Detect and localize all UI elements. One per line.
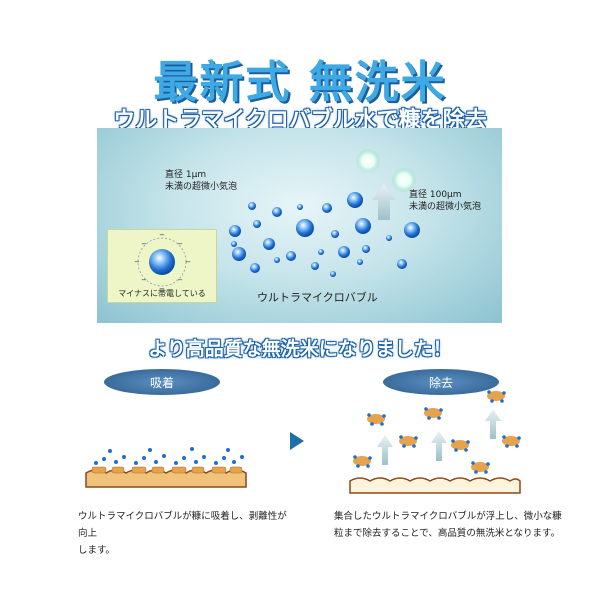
- highlight-banner: より高品質な無洗米になりました！: [148, 338, 452, 360]
- svg-text:−: −: [141, 240, 147, 248]
- next-arrow-icon: [290, 432, 304, 450]
- step-label-text: 除去: [428, 375, 453, 390]
- inset-caption: マイナスに帯電している: [118, 289, 206, 298]
- svg-text:−: −: [134, 258, 140, 266]
- step-desc-line: 粒まで除去することで、高品質の無洗米となります。: [334, 528, 561, 539]
- upward-arrow-icon: [372, 184, 396, 220]
- adsorption-illustration: [85, 447, 247, 488]
- large-bubble-desc: 未満の超微小気泡: [409, 202, 482, 212]
- large-bubble-label: 直径 100μm 未満の超微小気泡: [409, 189, 481, 213]
- step-desc-line: ウルトラマイクロバブルが糠に吸着し、剥離性が向上: [78, 511, 287, 539]
- adsorption-description: ウルトラマイクロバブルが糠に吸着し、剥離性が向上 します。: [78, 508, 288, 559]
- bubble-illustration: [229, 149, 420, 277]
- adsorbed-bubbles: [94, 447, 244, 465]
- small-bubble-label: 直径 1μm 未満の超微小気泡: [165, 169, 237, 193]
- step-desc-line: します。: [78, 545, 116, 556]
- small-bubble-size: 直径 1μm: [165, 170, 207, 180]
- charged-bubble-illustration: − − − − − − − −: [134, 231, 191, 293]
- step-label-text: 吸着: [149, 375, 174, 390]
- svg-text:−: −: [159, 231, 165, 239]
- page-title: 最新式 無洗米: [153, 57, 447, 108]
- step-desc-line: 集合したウルトラマイクロバブルが浮上し、微小な糠: [334, 511, 562, 522]
- diagram-center-label: ウルトラマイクロバブル: [257, 291, 378, 304]
- bubble-glow: [392, 168, 416, 192]
- svg-text:−: −: [177, 276, 183, 284]
- bubble-glow: [356, 149, 380, 173]
- small-bubble-desc: 未満の超微小気泡: [165, 182, 238, 192]
- bran-clusters: [353, 390, 521, 474]
- step-label-adsorption: 吸着: [104, 369, 220, 395]
- clean-rice-surface: [349, 477, 521, 494]
- svg-text:−: −: [185, 258, 191, 266]
- svg-text:−: −: [159, 285, 165, 293]
- bran-layer: [91, 466, 243, 474]
- bubble-cluster: [229, 192, 420, 277]
- upward-arrows: [377, 409, 501, 465]
- step-label-removal: 除去: [383, 369, 499, 395]
- bubble-diagram: 直径 1μm 未満の超微小気泡 直径 100μm 未満の超微小気泡 ウルトラマイ…: [97, 128, 502, 323]
- removal-illustration: [349, 390, 521, 494]
- large-bubble-size: 直径 100μm: [409, 190, 462, 200]
- svg-text:−: −: [177, 240, 183, 248]
- svg-text:−: −: [141, 276, 147, 284]
- removal-description: 集合したウルトラマイクロバブルが浮上し、微小な糠 粒まで除去することで、高品質の…: [334, 508, 564, 542]
- charge-inset: − − − − − − − − マイナスに帯電している: [107, 229, 217, 303]
